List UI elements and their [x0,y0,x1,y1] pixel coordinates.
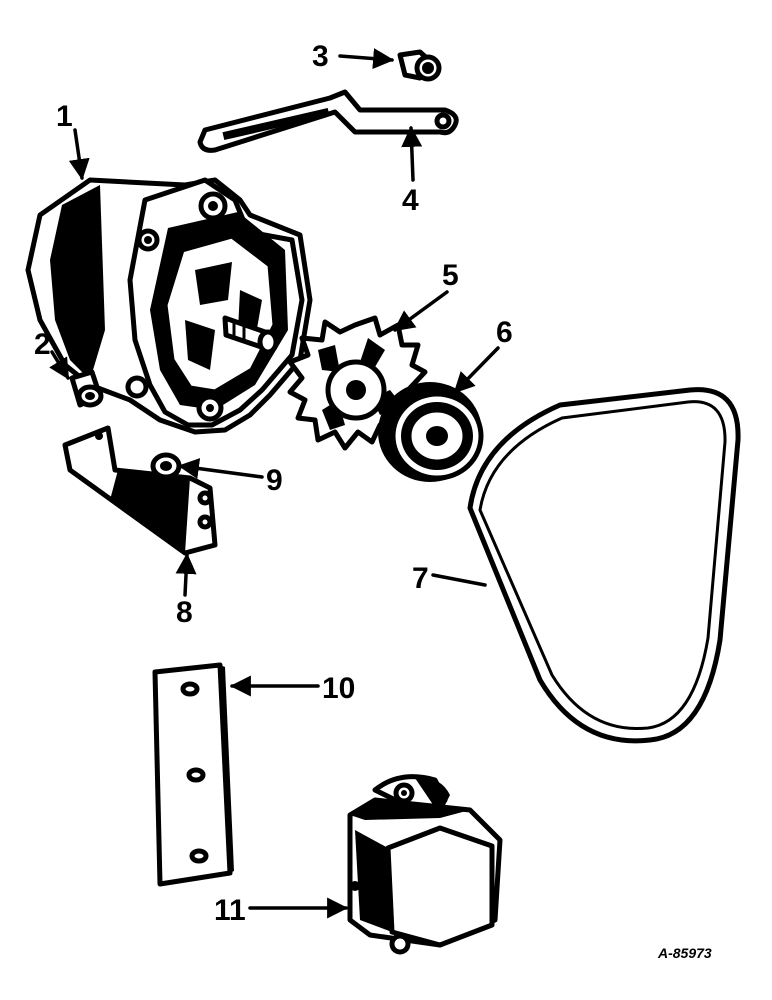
reference-code: A-85973 [657,945,712,961]
pulley-part[interactable] [378,382,484,482]
leader-6 [453,346,500,394]
callout-11: 11 [214,894,246,927]
leader-4 [401,125,423,182]
voltage-regulator-part[interactable] [347,774,503,955]
callout-2: 2 [34,328,51,361]
callout-1: 1 [56,100,73,133]
callout-10: 10 [322,672,355,705]
leader-2 [49,350,70,380]
callout-9: 9 [266,464,283,497]
v-belt-part[interactable] [467,387,741,744]
mounting-bracket-part[interactable] [62,425,218,556]
callout-6: 6 [496,316,513,349]
leader-1 [68,128,90,181]
spacer-part[interactable] [150,452,182,480]
mounting-plate-part[interactable] [152,662,234,887]
leader-8 [175,552,197,597]
alternator-part[interactable] [25,177,313,435]
leader-9 [177,458,264,479]
leader-3 [338,48,395,70]
callout-8: 8 [176,596,193,629]
spacer-sleeve-part[interactable] [397,49,442,82]
callout-5: 5 [442,259,459,292]
callout-3: 3 [312,40,329,73]
callout-7: 7 [412,562,429,595]
adjusting-brace-part[interactable] [197,89,459,153]
callout-4: 4 [402,184,419,217]
leader-7 [431,573,487,587]
spacer-bushing-part[interactable] [69,369,104,408]
leader-5 [393,290,449,332]
